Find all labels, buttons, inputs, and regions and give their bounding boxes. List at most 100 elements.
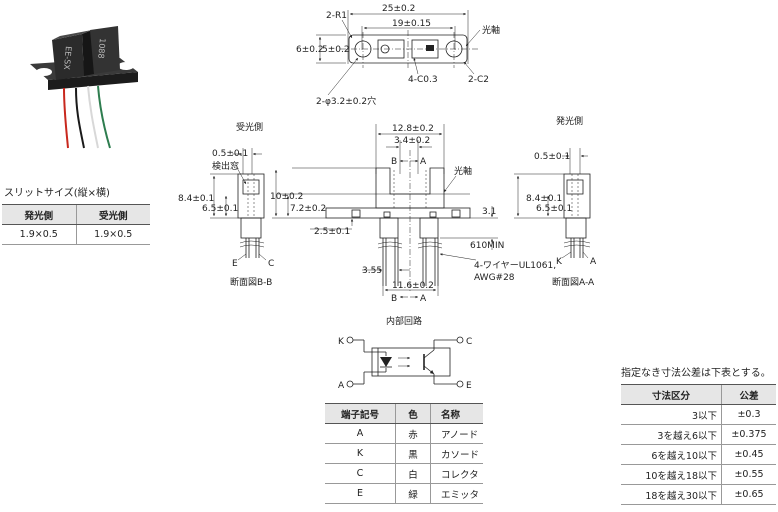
front-dim-lead-pitch: 3.55 — [362, 266, 382, 276]
terminal-name: コレクタ — [429, 463, 483, 484]
top-view: 25±0.2 19±0.15 6±0.2 5±0.2 2-R1 光軸 4-C0.… — [296, 4, 500, 107]
terminal-table: 端子記号 色 名称 A 赤 アノード K 黒 カソード C 白 コレクタ E 緑… — [325, 403, 483, 504]
front-dim-flange: 2.5±0.1 — [314, 227, 350, 237]
section-a-dim-height: 8.4±0.1 — [526, 194, 562, 204]
section-a-caption: 断面図A-A — [552, 276, 595, 288]
wire-spec-line-1: 4-ワイヤーUL1061, — [474, 261, 556, 271]
tolerance-caption: 指定なき寸法公差は下表とする。 — [621, 368, 771, 379]
terminal-header-symbol: 端子記号 — [325, 403, 396, 424]
circuit-title: 内部回路 — [386, 315, 422, 327]
front-view: 12.8±0.2 3.4±0.2 B A 10±0.2 7.2±0.2 2.5±… — [270, 124, 556, 304]
circuit-pin-a: A — [338, 381, 345, 391]
circuit-pin-k: K — [338, 337, 345, 347]
wire-green — [97, 85, 111, 149]
tolerance-header-range: 寸法区分 — [621, 384, 722, 405]
section-b-view: 受光側 0.5±0.1 検出窓 8.4±0.1 6.5±0.1 E C 断面図B… — [178, 121, 274, 288]
pin-c-label: C — [268, 259, 274, 269]
terminal-name: アノード — [429, 423, 483, 444]
terminal-k — [346, 336, 354, 344]
table-row: C 白 コレクタ — [325, 463, 483, 484]
wire-red — [63, 87, 69, 149]
wire-spec-line-2: AWG#28 — [474, 273, 515, 283]
terminal-symbol: K — [325, 443, 396, 464]
section-b-marker-bottom: B — [391, 294, 397, 304]
slit-value-emitter: 1.9×0.5 — [2, 224, 76, 245]
detection-window-label: 検出窓 — [212, 160, 239, 172]
terminal-name: エミッタ — [429, 483, 483, 504]
chamfer-c2-label: 2-C2 — [468, 75, 489, 85]
slit-value-receiver: 1.9×0.5 — [75, 224, 150, 245]
terminal-symbol: C — [325, 463, 396, 484]
section-b-dim-height: 8.4±0.1 — [178, 194, 214, 204]
tolerance-value: ±0.55 — [721, 464, 776, 485]
table-row: A 赤 アノード — [325, 423, 483, 444]
circuit-pin-c: C — [466, 337, 472, 347]
pin-k-label: K — [556, 257, 563, 267]
table-row: 10を越え18以下 ±0.55 — [621, 464, 776, 485]
terminal-a — [346, 380, 354, 388]
table-row: 3以下 ±0.3 — [621, 404, 776, 425]
marking-line-2: 1088 — [96, 38, 107, 59]
section-b-dim-window: 0.5±0.1 — [212, 149, 248, 159]
tolerance-range: 3以下 — [621, 404, 722, 425]
section-a-dim-window-height: 6.5±0.1 — [536, 204, 572, 214]
terminal-color: 緑 — [394, 483, 431, 504]
terminal-e — [456, 380, 464, 388]
marking-line-1: EE-SX — [62, 46, 73, 71]
front-dim-height: 10±0.2 — [270, 192, 303, 202]
section-a-marker-bottom: A — [420, 294, 427, 304]
section-b-marker-top: B — [391, 157, 397, 167]
mounting-holes-label: 2-φ3.2±0.2穴 — [316, 95, 376, 107]
front-dim-width: 12.8±0.2 — [392, 124, 434, 134]
front-dim-axis: 7.2±0.2 — [290, 204, 326, 214]
tolerance-value: ±0.3 — [721, 404, 776, 425]
internal-circuit: 内部回路 K A C E — [338, 315, 472, 391]
tolerance-range: 10を越え18以下 — [621, 464, 722, 485]
product-photo: EE-SX 1088 — [30, 26, 138, 149]
section-a-marker-top: A — [420, 157, 427, 167]
terminal-color: 黒 — [394, 443, 431, 464]
slit-header-receiver: 受光側 — [75, 204, 150, 225]
front-optical-axis-label: 光軸 — [454, 165, 472, 177]
section-a-view: 発光側 0.5±0.1 8.4±0.1 6.5±0.1 K A 断面図A-A — [514, 115, 597, 288]
table-row: 6を越え10以下 ±0.45 — [621, 444, 776, 465]
top-dim-height: 6±0.2 — [296, 45, 324, 55]
top-optical-axis-label: 光軸 — [482, 24, 500, 36]
slit-size-caption: スリットサイズ(縦×横) — [4, 188, 110, 199]
table-row: 18を越え30以下 ±0.65 — [621, 484, 776, 505]
tolerance-header-value: 公差 — [721, 384, 776, 405]
terminal-name: カソード — [429, 443, 483, 464]
table-row: K 黒 カソード — [325, 443, 483, 464]
front-dim-lead-gap: 3.1 — [482, 207, 496, 217]
terminal-color: 白 — [394, 463, 431, 484]
corner-radius-label: 2-R1 — [326, 11, 347, 21]
table-row: E 緑 エミッタ — [325, 483, 483, 504]
section-b-title: 受光側 — [236, 121, 263, 133]
section-b-dim-window-height: 6.5±0.1 — [202, 204, 238, 214]
led-symbol — [380, 357, 392, 367]
section-a-title: 発光側 — [556, 115, 583, 127]
circuit-pin-e: E — [466, 381, 472, 391]
tolerance-range: 18を越え30以下 — [621, 484, 722, 505]
top-dim-overall: 25±0.2 — [382, 4, 415, 14]
pin-e-label: E — [232, 259, 238, 269]
section-a-dim-window: 0.5±0.1 — [534, 152, 570, 162]
lead-length-label: 610MIN — [470, 241, 504, 251]
slit-header-emitter: 発光側 — [2, 204, 76, 225]
slit-size-table: 発光側 受光側 1.9×0.5 1.9×0.5 — [2, 204, 150, 245]
pin-a-label: A — [590, 257, 597, 267]
front-dim-lead-span: 11.6±0.2 — [392, 281, 434, 291]
wire-white — [87, 85, 99, 149]
terminal-symbol: A — [325, 423, 396, 444]
terminal-c — [456, 336, 464, 344]
terminal-header-color: 色 — [394, 403, 431, 424]
table-row: 3を越え6以下 ±0.375 — [621, 424, 776, 445]
section-b-caption: 断面図B-B — [230, 276, 272, 288]
tolerance-range: 6を越え10以下 — [621, 444, 722, 465]
wire-black — [75, 87, 85, 149]
tolerance-range: 3を越え6以下 — [621, 424, 722, 445]
tolerance-value: ±0.65 — [721, 484, 776, 505]
front-dim-slot: 3.4±0.2 — [394, 136, 430, 146]
tolerance-table: 寸法区分 公差 3以下 ±0.3 3を越え6以下 ±0.375 6を越え10以下… — [621, 384, 776, 505]
